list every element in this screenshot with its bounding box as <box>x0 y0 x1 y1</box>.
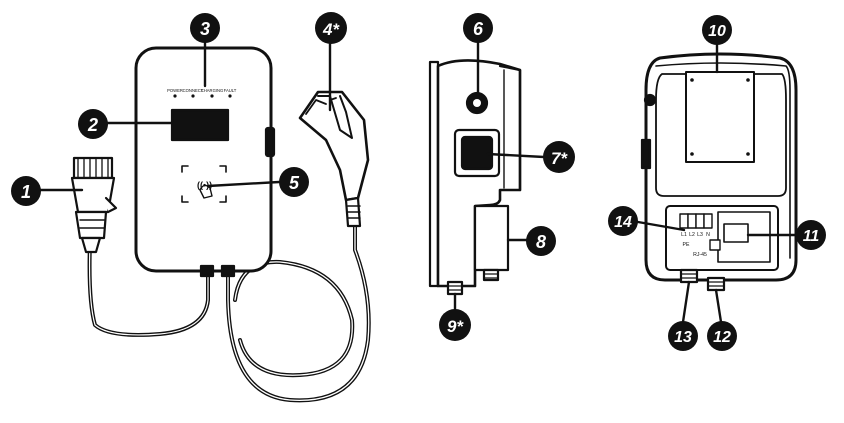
svg-text:6: 6 <box>473 19 484 39</box>
terminal-label-n: N <box>706 232 710 238</box>
svg-text:3: 3 <box>200 19 210 39</box>
callout-5: 5 <box>279 167 309 197</box>
side-lower-box <box>473 204 510 272</box>
industrial-plug <box>70 156 118 254</box>
callout-4: 4* <box>315 12 347 44</box>
terminal-labels: L1 L2 L3 N PE RJ-45 <box>681 232 710 258</box>
svg-text:4*: 4* <box>322 20 340 39</box>
mounting-bracket <box>685 71 755 163</box>
terminal-label-l3: L3 <box>697 232 703 238</box>
svg-text:14: 14 <box>614 214 632 231</box>
svg-text:11: 11 <box>803 228 820 245</box>
side-emergency-button <box>264 126 276 158</box>
charger-housing <box>134 46 273 273</box>
terminal-label-l1: L1 <box>681 232 687 238</box>
led-label-power: POWER <box>167 88 183 93</box>
rfid-reader <box>181 165 227 203</box>
callout-10: 10 <box>702 15 732 45</box>
terminal-label-l2: L2 <box>689 232 695 238</box>
svg-text:13: 13 <box>674 329 692 346</box>
side-glands <box>446 268 500 296</box>
display-screen <box>170 108 230 142</box>
led-dots <box>173 94 232 98</box>
gland-left <box>199 264 215 278</box>
charging-connector <box>298 90 370 228</box>
callout-13: 13 <box>668 321 698 351</box>
terminal-block <box>679 213 713 229</box>
led-labels: POWER CONNECT CHARGING FAULT <box>167 88 237 93</box>
mounting-frame <box>655 73 787 197</box>
svg-text:2: 2 <box>87 115 98 135</box>
svg-text:7*: 7* <box>551 149 568 168</box>
rj45-label: RJ-45 <box>693 252 707 258</box>
callout-11: 11 <box>796 220 826 250</box>
svg-text:12: 12 <box>713 329 731 346</box>
rfid-symbol: ((•)) <box>197 180 212 190</box>
callout-1: 1 <box>11 176 41 206</box>
callout-12: 12 <box>707 321 737 351</box>
rear-side-knob <box>640 138 652 170</box>
led-label-fault: FAULT <box>224 88 237 93</box>
callout-7: 7* <box>543 141 575 173</box>
front-view <box>70 46 371 403</box>
svg-text:1: 1 <box>21 182 31 202</box>
callout-6: 6 <box>463 13 493 43</box>
callout-9: 9* <box>439 309 471 341</box>
svg-text:9*: 9* <box>447 317 464 336</box>
rear-glands <box>679 268 726 292</box>
svg-text:10: 10 <box>708 23 726 40</box>
led-label-charging: CHARGING <box>201 88 224 93</box>
callout-8: 8 <box>526 226 556 256</box>
rj45-port <box>709 239 721 251</box>
rear-view <box>640 52 798 292</box>
leader-lines <box>36 40 798 324</box>
svg-text:8: 8 <box>536 232 546 252</box>
callout-3: 3 <box>190 13 220 43</box>
gland-right <box>220 264 236 278</box>
callout-14: 14 <box>608 206 638 236</box>
callouts: 1 2 3 4* 5 6 7* 8 9* 10 11 12 13 14 <box>11 12 826 351</box>
svg-text:5: 5 <box>289 173 300 193</box>
terminal-label-pe: PE <box>683 242 690 248</box>
callout-2: 2 <box>78 109 108 139</box>
led-label-connect: CONNECT <box>183 88 204 93</box>
side-view <box>428 59 522 296</box>
